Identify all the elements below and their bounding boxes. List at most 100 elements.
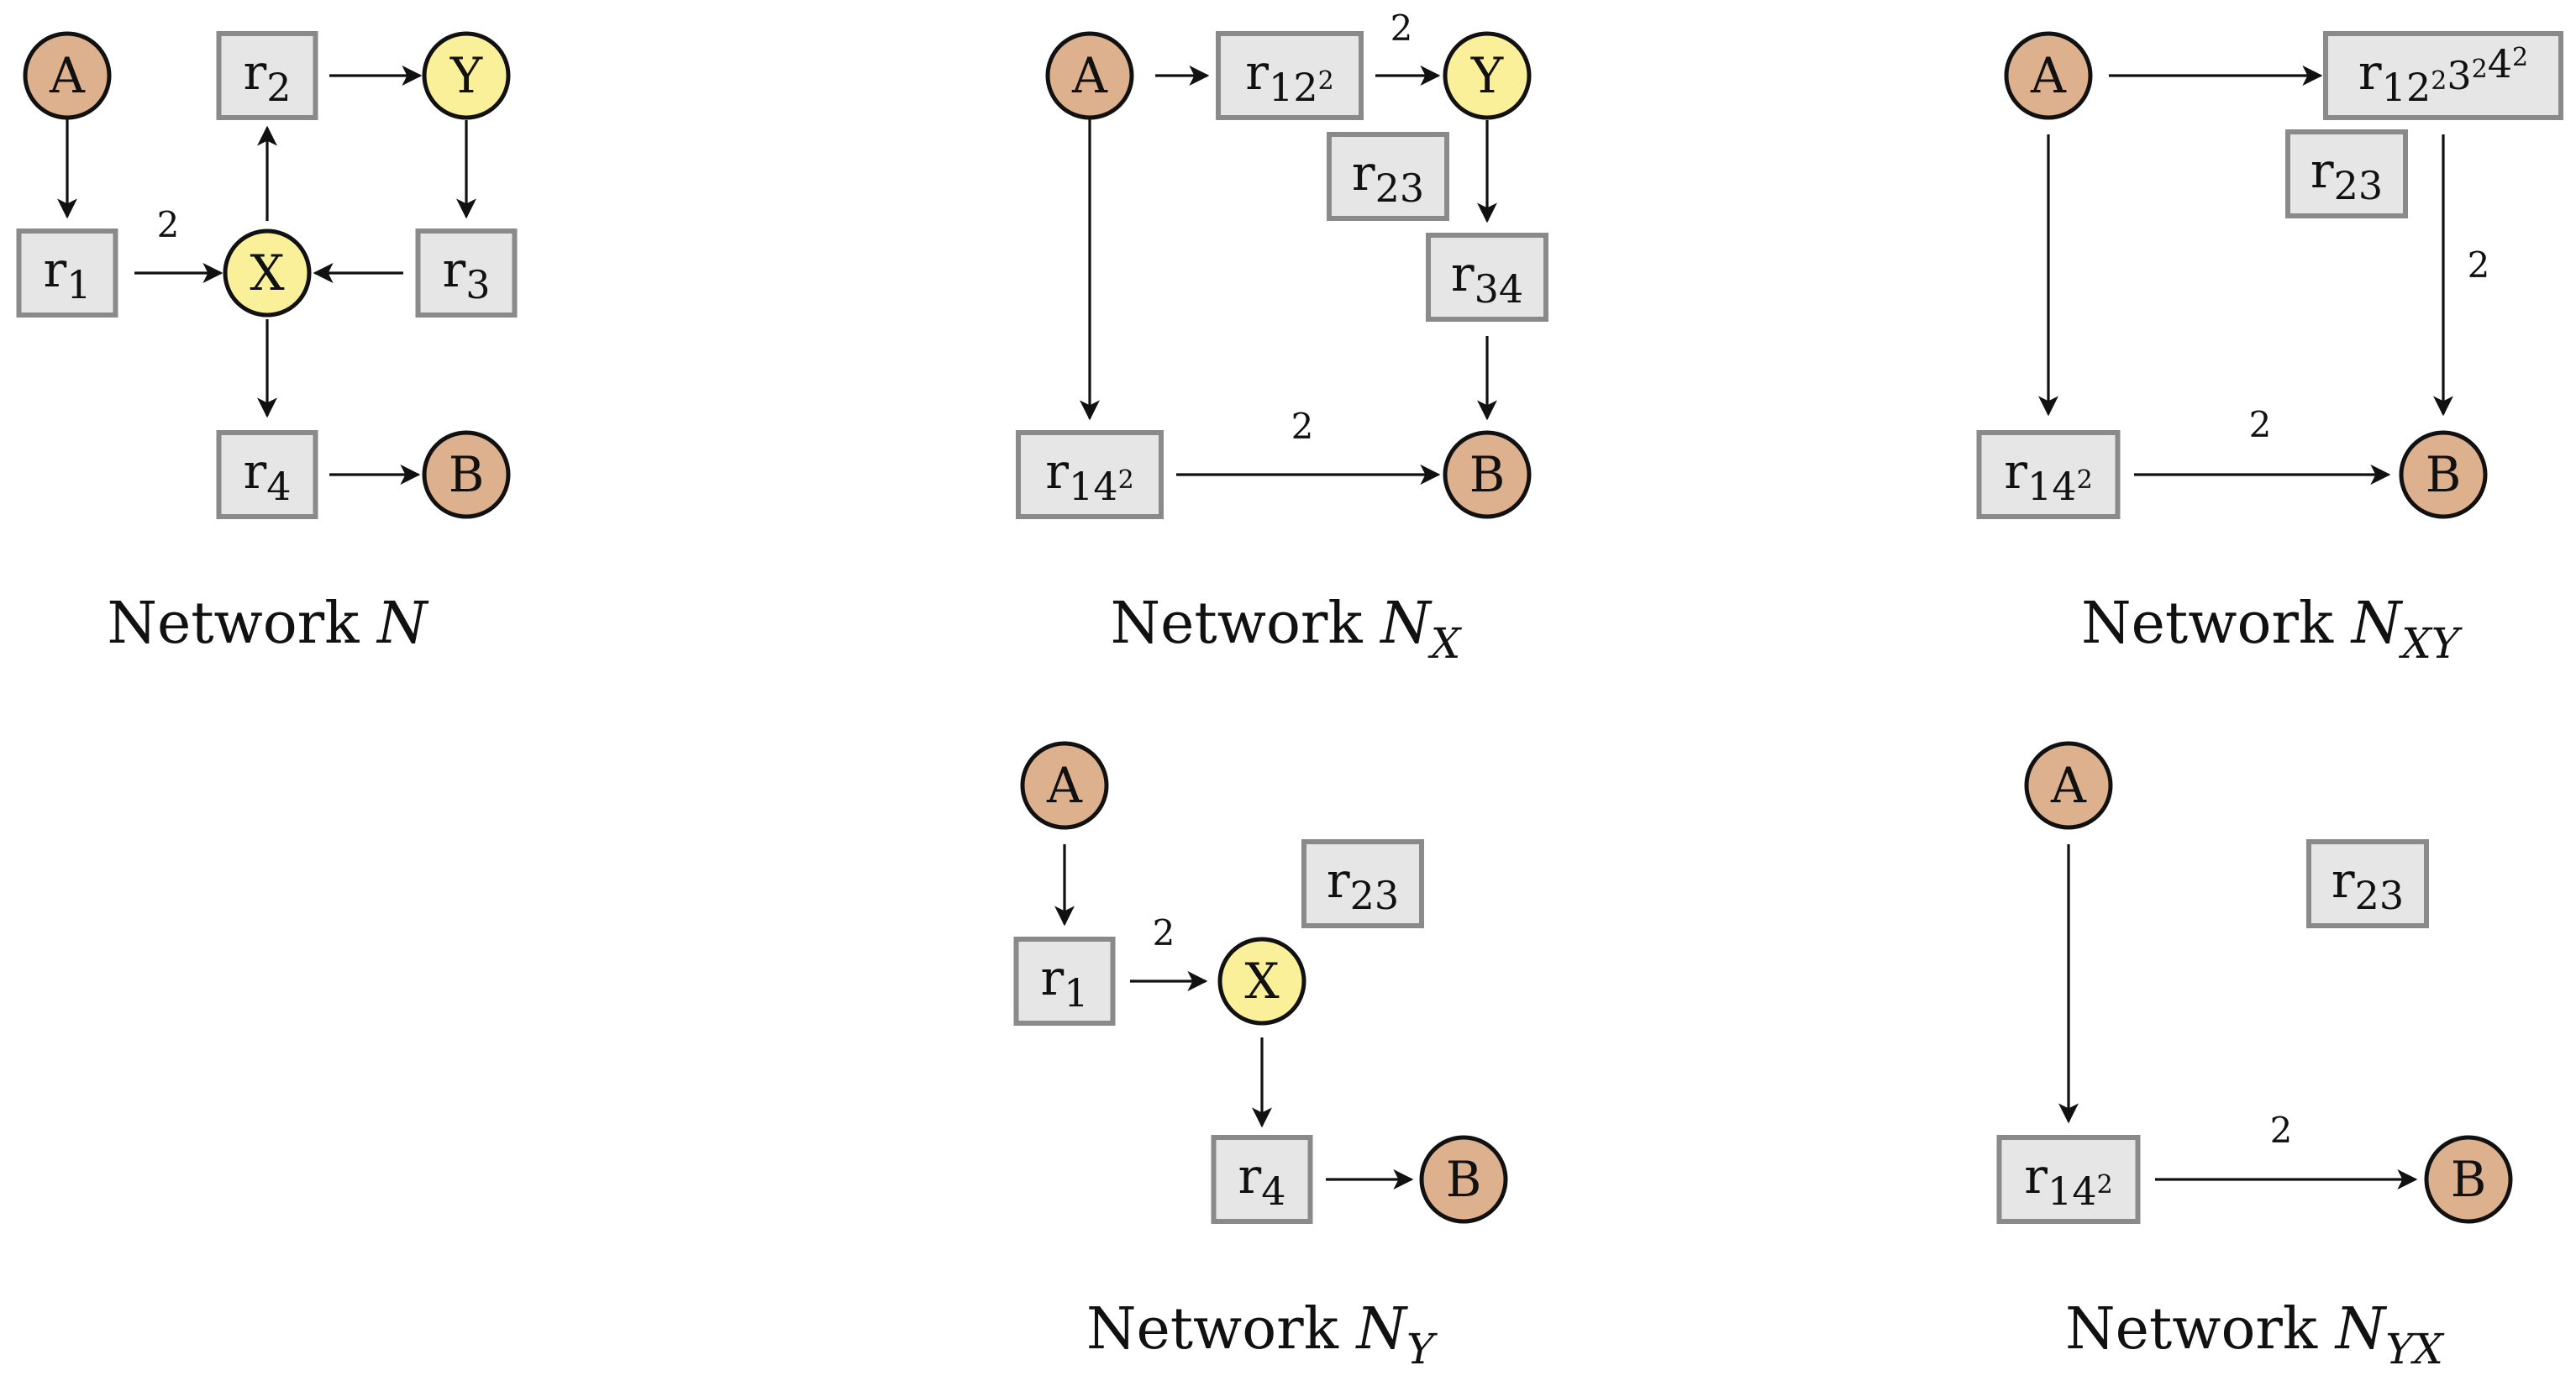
reaction-node-r14: r142 bbox=[1976, 430, 2121, 519]
species-circle bbox=[1443, 31, 1532, 120]
edge-stoichiometry-label: 2 bbox=[1391, 8, 1413, 49]
reaction-superscript: 2 bbox=[2512, 43, 2528, 72]
reaction-subscript-digit: 2 bbox=[1293, 65, 1317, 110]
network-caption: Network NXY bbox=[2081, 591, 2463, 668]
reaction-node-r1234: r1223242 bbox=[2323, 31, 2563, 120]
reaction-subscript-digit: 3 bbox=[1475, 266, 1499, 312]
species-label: B bbox=[2451, 1151, 2487, 1208]
caption-text: Network bbox=[1111, 591, 1381, 657]
reaction-label: r122 bbox=[1245, 44, 1333, 110]
reaction-box bbox=[1211, 1135, 1313, 1224]
reaction-base: r bbox=[1045, 443, 1069, 500]
species-label: A bbox=[49, 47, 86, 104]
species-node-a: A bbox=[1020, 741, 1109, 830]
reaction-subscript-digit: 4 bbox=[2072, 1169, 2096, 1214]
reaction-label: r23 bbox=[2332, 852, 2404, 918]
reaction-node-r23: r23 bbox=[2285, 129, 2408, 218]
reaction-subscript-digit: 3 bbox=[1375, 873, 1399, 918]
reaction-node-r4: r4 bbox=[216, 430, 318, 519]
reaction-node-r1: r1 bbox=[1013, 937, 1116, 1026]
network-caption: Network NYX bbox=[2065, 1296, 2445, 1373]
reaction-box bbox=[16, 228, 118, 318]
species-circle bbox=[2399, 430, 2488, 519]
reaction-subscript-digit: 3 bbox=[2447, 53, 2471, 98]
reaction-base: r bbox=[2332, 852, 2355, 909]
reaction-subscript-digit: 1 bbox=[1069, 464, 1093, 509]
reaction-box bbox=[2323, 31, 2563, 120]
reaction-base: r bbox=[1451, 245, 1475, 302]
reaction-subscript-digit: 2 bbox=[1350, 873, 1375, 918]
network-caption: Network NX bbox=[1111, 591, 1463, 668]
caption-subscript: YX bbox=[2385, 1325, 2445, 1373]
species-circle bbox=[2024, 741, 2113, 830]
reaction-label: r34 bbox=[1451, 245, 1523, 312]
species-circle bbox=[1045, 31, 1134, 120]
species-node-b: B bbox=[2399, 430, 2488, 519]
reaction-box bbox=[1216, 31, 1364, 120]
reaction-base: r bbox=[2358, 44, 2382, 101]
species-circle bbox=[2424, 1135, 2513, 1224]
caption-text: Network bbox=[2065, 1296, 2336, 1363]
caption-subscript: Y bbox=[1406, 1325, 1438, 1373]
reaction-subscript-digit: 2 bbox=[266, 65, 291, 110]
reaction-superscript: 2 bbox=[2077, 465, 2093, 495]
reaction-node-r14: r142 bbox=[1996, 1135, 2141, 1224]
caption-symbol: N bbox=[2334, 1296, 2388, 1363]
reaction-node-r2: r2 bbox=[216, 31, 318, 120]
species-node-x: X bbox=[1217, 937, 1306, 1026]
species-circle bbox=[2004, 31, 2093, 120]
species-circle bbox=[1419, 1135, 1508, 1224]
reaction-label: r1 bbox=[1040, 949, 1088, 1016]
reaction-subscript-digit: 2 bbox=[2406, 65, 2431, 110]
reaction-label: r23 bbox=[1327, 852, 1399, 918]
reaction-box bbox=[216, 31, 318, 120]
species-circle bbox=[422, 430, 511, 519]
network-caption: Network N bbox=[107, 591, 429, 657]
reaction-subscript-digit: 1 bbox=[2382, 65, 2406, 110]
reaction-subscript-digit: 4 bbox=[2488, 41, 2512, 87]
reaction-subscript-digit: 3 bbox=[2358, 163, 2383, 208]
reaction-subscript-digit: 4 bbox=[2052, 464, 2076, 509]
reaction-node-r3: r3 bbox=[415, 228, 518, 318]
reaction-subscript-digit: 4 bbox=[1499, 266, 1523, 312]
network-caption: Network NY bbox=[1086, 1296, 1438, 1373]
reaction-base: r bbox=[1238, 1148, 1261, 1205]
edge-stoichiometry-label: 2 bbox=[2270, 1110, 2293, 1151]
reaction-label: r4 bbox=[243, 443, 291, 509]
reaction-superscript: 2 bbox=[2097, 1170, 2113, 1200]
species-circle bbox=[223, 228, 312, 318]
reaction-base: r bbox=[1040, 949, 1064, 1006]
reaction-base: r bbox=[1245, 44, 1269, 101]
species-node-a: A bbox=[1045, 31, 1134, 120]
reaction-label: r142 bbox=[1045, 443, 1133, 509]
reaction-label: r23 bbox=[2311, 142, 2383, 208]
reaction-label: r4 bbox=[1238, 1148, 1285, 1214]
species-node-b: B bbox=[1443, 430, 1532, 519]
species-label: X bbox=[1244, 953, 1280, 1010]
species-node-b: B bbox=[422, 430, 511, 519]
species-circle bbox=[422, 31, 511, 120]
reaction-box bbox=[216, 430, 318, 519]
reaction-box bbox=[1301, 839, 1424, 928]
species-label: Y bbox=[449, 47, 483, 104]
reaction-node-r23: r23 bbox=[2306, 839, 2429, 928]
edge-stoichiometry-label: 2 bbox=[1153, 912, 1175, 953]
reaction-subscript-digit: 4 bbox=[1261, 1169, 1285, 1214]
reaction-node-r12: r122 bbox=[1216, 31, 1364, 120]
reaction-base: r bbox=[442, 241, 465, 298]
species-circle bbox=[1217, 937, 1306, 1026]
reaction-subscript-digit: 2 bbox=[2355, 873, 2379, 918]
reaction-box bbox=[1976, 430, 2121, 519]
caption-text: Network bbox=[107, 591, 377, 657]
species-node-y: Y bbox=[422, 31, 511, 120]
reaction-node-r23: r23 bbox=[1301, 839, 1424, 928]
species-node-x: X bbox=[223, 228, 312, 318]
reaction-subscript-digit: 3 bbox=[465, 262, 490, 307]
caption-symbol: N bbox=[1355, 1296, 1409, 1363]
reaction-subscript-digit: 4 bbox=[266, 464, 291, 509]
caption-text: Network bbox=[2081, 591, 2352, 657]
